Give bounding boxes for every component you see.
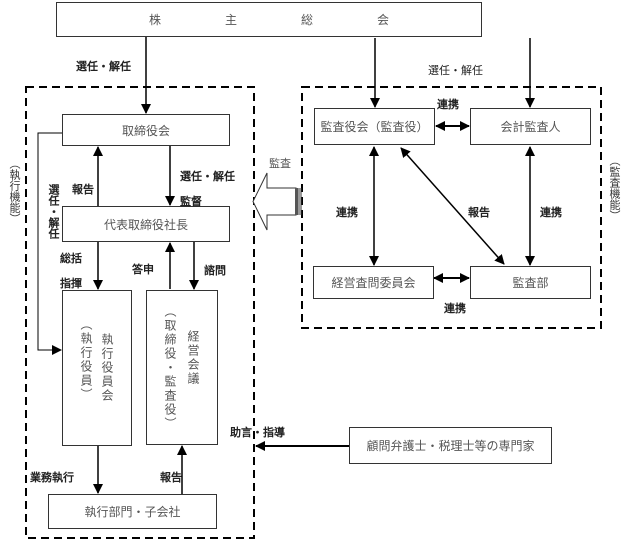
shareholders-char: 主	[224, 13, 237, 27]
mgmt-meeting-box: 経営会議 （取締役・監査役）	[146, 290, 218, 445]
label-collab-top: 連携	[437, 98, 459, 111]
label-collab-bottom: 連携	[444, 302, 466, 315]
mgmt-meeting-label: 経営会議	[186, 329, 200, 386]
execution-group-label: （執行機能）	[8, 158, 21, 224]
accounting-auditor-label: 会計監査人	[500, 120, 561, 134]
label-report-audit: 報告	[468, 206, 490, 219]
audit-group-boundary	[301, 86, 602, 329]
shareholders-meeting-box: 株 主 総 会	[56, 2, 482, 37]
label-advice-guidance: 助言・指導	[230, 426, 285, 439]
shareholders-char: 株	[148, 13, 161, 27]
label-report-bottom: 報告	[160, 471, 182, 484]
president-box: 代表取締役社長	[62, 206, 230, 242]
label-elect-dismiss-left: 選任・解任	[76, 60, 131, 73]
exec-divisions-label: 執行部門・子会社	[84, 505, 181, 519]
label-consult: 諮問	[204, 264, 226, 277]
label-oversee: 総括	[60, 252, 82, 265]
label-supervise: 監督	[180, 195, 202, 208]
audit-board-label: 監査役会（監査役）	[320, 120, 429, 134]
label-reply: 答申	[132, 263, 154, 276]
audit-board-box: 監査役会（監査役）	[314, 108, 435, 145]
exec-committee-sublabel: （執行役員）	[79, 318, 93, 402]
exec-committee-label: 執行役員会	[100, 333, 114, 403]
board-of-directors-label: 取締役会	[121, 123, 170, 138]
shareholders-char: 会	[376, 13, 389, 27]
label-command: 指揮	[60, 277, 82, 290]
arrow-board-to-exec-committee	[37, 132, 62, 355]
label-audit-arrow: 監査	[269, 157, 291, 170]
audit-dept-box: 監査部	[470, 266, 591, 299]
audit-dept-label: 監査部	[512, 276, 549, 290]
label-business-execution: 業務執行	[30, 471, 74, 484]
mgmt-audit-committee-label: 経営査問委員会	[331, 276, 416, 290]
president-label: 代表取締役社長	[103, 217, 188, 232]
label-collab-left: 連携	[336, 206, 358, 219]
arrow-audit-dept-to-audit-board	[400, 147, 505, 265]
shareholders-char: 総	[300, 13, 313, 27]
audit-arrow-icon	[252, 172, 302, 231]
board-of-directors-box: 取締役会	[62, 114, 230, 146]
accounting-auditor-box: 会計監査人	[470, 108, 591, 145]
experts-label: 顧問弁護士・税理士等の専門家	[366, 439, 535, 453]
mgmt-meeting-sublabel: （取締役・監査役）	[163, 304, 177, 431]
execution-group-boundary	[25, 86, 255, 539]
label-elect-dismiss-vertical: 選任・解任	[47, 184, 60, 239]
audit-group-label: （監査機能）	[608, 155, 621, 221]
label-report-board: 報告	[72, 183, 94, 196]
label-collab-right: 連携	[540, 206, 562, 219]
label-elect-dismiss-right: 選任・解任	[428, 64, 483, 77]
experts-box: 顧問弁護士・税理士等の専門家	[349, 427, 552, 464]
label-elect-dismiss-president: 選任・解任	[180, 170, 235, 183]
exec-divisions-box: 執行部門・子会社	[48, 494, 217, 529]
exec-committee-box: 執行役員会 （執行役員）	[62, 290, 132, 446]
mgmt-audit-committee-box: 経営査問委員会	[313, 266, 434, 299]
